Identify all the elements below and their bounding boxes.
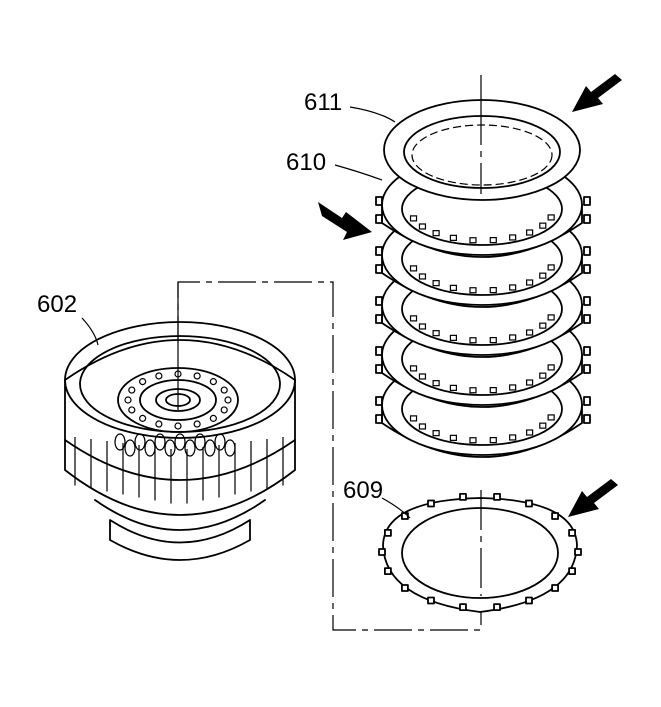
arrow-611 — [572, 74, 622, 112]
callout-611: 611 — [304, 89, 342, 116]
callout-609: 609 — [343, 477, 383, 504]
arrow-609 — [568, 479, 618, 517]
clutch-plate-609 — [378, 492, 582, 613]
clutch-housing-602 — [64, 321, 296, 561]
clutch-plate-stack — [375, 154, 591, 458]
callout-610: 610 — [286, 149, 326, 176]
clutch-plate-611 — [383, 99, 581, 201]
leader-609 — [381, 497, 411, 519]
callout-602: 602 — [37, 291, 77, 318]
arrow-610 — [318, 202, 372, 240]
assembly-path-line — [177, 281, 482, 631]
leader-611 — [349, 106, 396, 123]
leader-602 — [81, 317, 99, 346]
leader-610 — [334, 164, 383, 181]
